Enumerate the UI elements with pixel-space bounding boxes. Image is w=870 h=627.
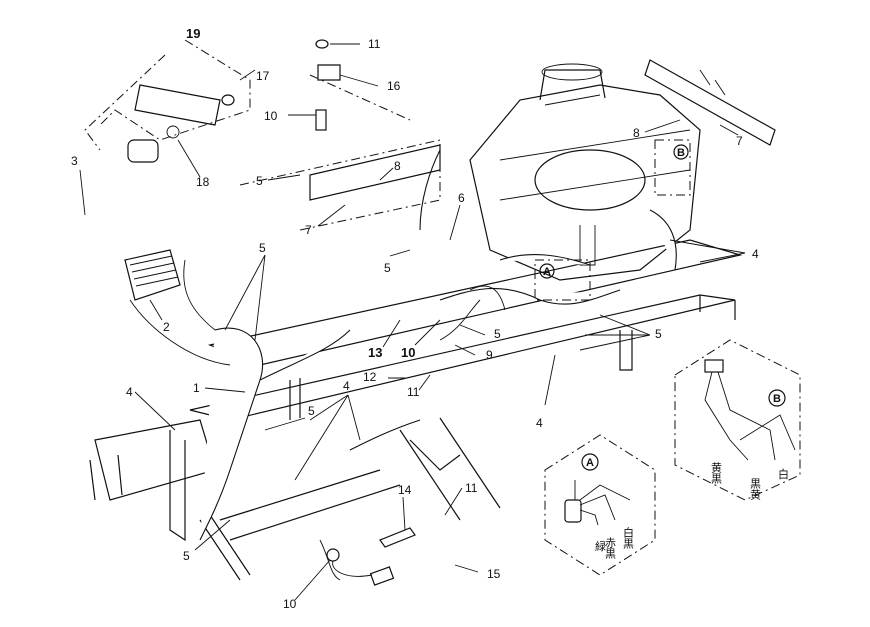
tractor-frame	[89, 239, 743, 581]
callout-17: 17	[256, 69, 270, 83]
detail-b-inset-label: B	[773, 393, 781, 405]
callout-10-top: 10	[264, 109, 278, 123]
callout-11-mid: 11	[407, 385, 420, 399]
callout-16: 16	[387, 79, 401, 93]
rear-rail	[644, 59, 776, 146]
wire-b-yellow-black: 黄黒	[710, 461, 723, 484]
callout-5-rh: 5	[494, 327, 501, 341]
detail-top-middle	[239, 39, 441, 231]
callout-5-lower: 5	[308, 404, 315, 418]
callout-10-mid: 10	[401, 345, 415, 360]
bracket-14	[379, 527, 416, 548]
callout-7-right: 7	[736, 134, 743, 148]
wire-b-black-yellow: 黒黄	[749, 478, 762, 501]
callout-4-right: 4	[752, 247, 759, 261]
callout-2: 2	[163, 320, 170, 334]
wire-a-white-black: 白黒	[622, 526, 635, 549]
detail-b-inset	[674, 339, 801, 501]
callout-numbers: 19 17 11 16 10 8 5 7 18 3 5 2 6 5 13 10 …	[71, 26, 759, 611]
callout-19: 19	[186, 26, 200, 41]
callout-3: 3	[71, 154, 78, 168]
detail-letters: A B A B	[543, 147, 781, 469]
detail-a-inset	[544, 434, 656, 576]
callout-9: 9	[486, 348, 493, 362]
leader-lines	[79, 43, 746, 601]
callout-13: 13	[368, 345, 382, 360]
wire-b-white: 白	[778, 467, 789, 481]
sensor-bottom	[326, 548, 395, 586]
callout-5-bottom: 5	[183, 549, 190, 563]
detail-19-assembly	[84, 39, 251, 163]
wire-a-green: 緑	[595, 539, 606, 553]
wire-a-red-black: 赤黒	[604, 537, 617, 559]
engine	[469, 63, 701, 281]
detail-b-marker	[654, 139, 691, 196]
detail-a-inset-label: A	[586, 457, 594, 469]
callout-18: 18	[196, 175, 210, 189]
callout-14: 14	[398, 483, 412, 497]
callout-5-harness: 5	[384, 261, 391, 275]
detail-b-main-label: B	[677, 147, 685, 159]
detail-a-marker	[534, 259, 591, 301]
headlight	[124, 249, 181, 301]
main-harness	[129, 149, 677, 581]
detail-a-main-label: A	[543, 266, 551, 278]
callout-4-frame: 4	[536, 416, 543, 430]
callout-11-low: 11	[465, 481, 478, 495]
callout-4-left: 4	[126, 385, 133, 399]
callout-6: 6	[458, 191, 465, 205]
callout-7-mid: 7	[305, 223, 312, 237]
callout-8-right: 8	[633, 126, 640, 140]
callout-10-bottom: 10	[283, 597, 297, 611]
callout-5-right: 5	[655, 327, 662, 341]
callout-11-top: 11	[368, 37, 381, 51]
callout-15: 15	[487, 567, 501, 581]
callout-4-center: 4	[343, 379, 350, 393]
callout-12: 12	[363, 370, 377, 384]
wire-color-labels: 白黒 赤黒 緑 黄黒 黒黄 白	[595, 461, 789, 559]
callout-5-left: 5	[259, 241, 266, 255]
callout-5-mid: 5	[256, 174, 263, 188]
callout-1: 1	[193, 381, 200, 395]
callout-8-mid: 8	[394, 159, 401, 173]
